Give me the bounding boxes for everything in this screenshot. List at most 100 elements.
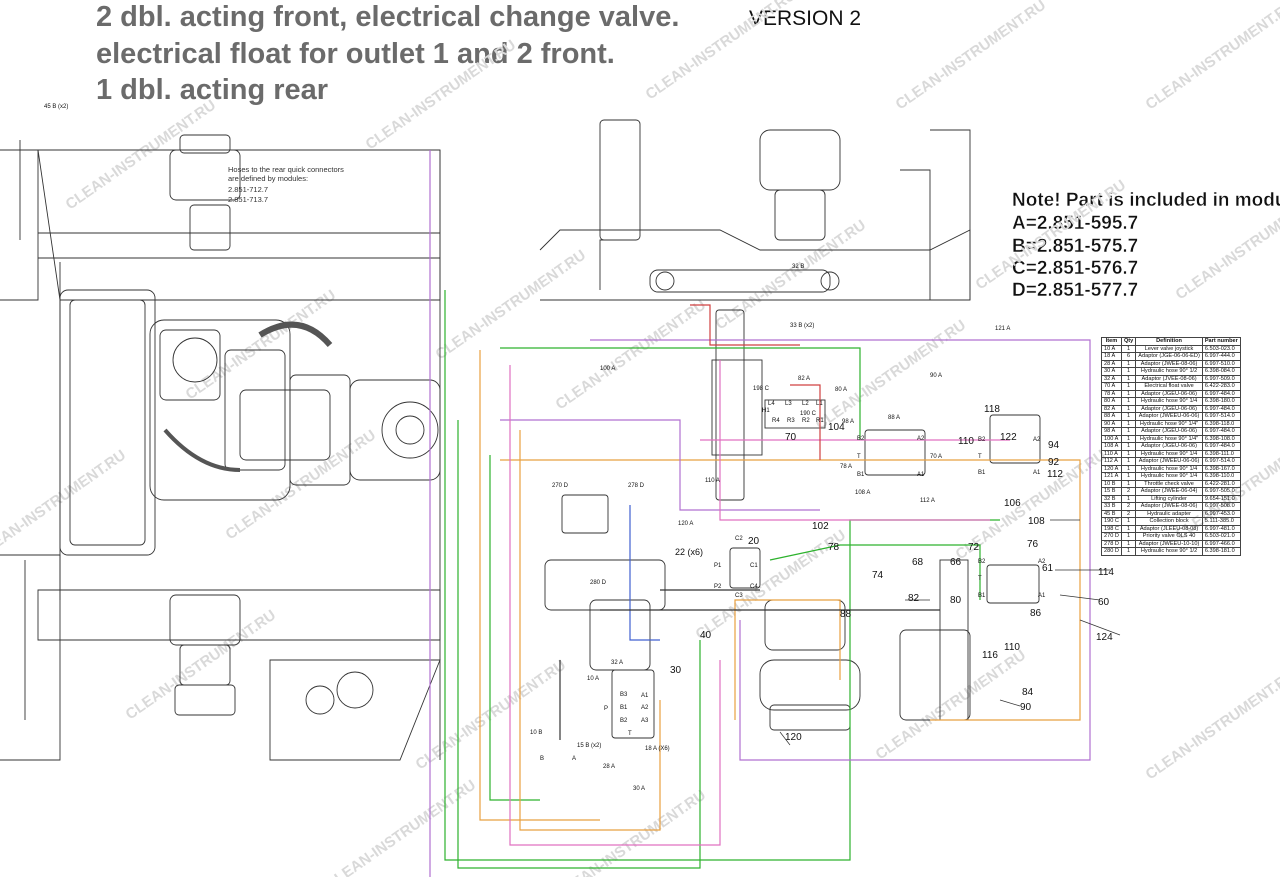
watermark-text: CLEAN-INSTRUMENT.RU <box>893 0 1050 113</box>
watermark-text: CLEAN-INSTRUMENT.RU <box>553 297 710 414</box>
parts-table-cell: 6.997-484.0 <box>1201 442 1241 451</box>
parts-table-cell: 1 <box>1120 427 1137 436</box>
parts-table-cell: Adaptor (JGEU-06-06) <box>1135 404 1203 413</box>
callout-c112: 112 <box>1047 469 1063 480</box>
parts-table-cell: 1 <box>1120 434 1137 443</box>
watermark-text: CLEAN-INSTRUMENT.RU <box>643 0 800 103</box>
parts-table-cell: 2 <box>1120 502 1137 511</box>
green-hose-d <box>489 455 540 801</box>
module-note-a: A=2.851-595.7 <box>1012 213 1139 234</box>
parts-table-cell: 1 <box>1120 494 1137 503</box>
hose-routes <box>429 150 1091 877</box>
watermark-text: CLEAN-INSTRUMENT.RU <box>63 97 220 214</box>
parts-table-cell: 6.398-084.0 <box>1201 367 1241 376</box>
parts-table-cell: 120 A <box>1101 464 1122 473</box>
parts-table-cell: Hydraulic adapter <box>1135 509 1203 518</box>
parts-table-cell: Hydraulic hose 90° 1/4 <box>1135 464 1203 473</box>
callout-c120a: 120 A <box>678 521 693 527</box>
callout-c70: 70 <box>785 432 797 443</box>
parts-table-cell: Adaptor (JGE-06-06-ED) <box>1135 352 1203 361</box>
watermark-text: CLEAN-INSTRUMENT.RU <box>713 217 870 334</box>
parts-table-cell: 6.422-281.0 <box>1201 479 1241 488</box>
parts-table-cell: 1 <box>1120 397 1137 406</box>
port-label-collect: H1 <box>762 408 770 414</box>
watermark-text: CLEAN-INSTRUMENT.RU <box>1173 187 1280 304</box>
callout-c114: 114 <box>1098 567 1114 578</box>
parts-table-cell: Adaptor (JGEU-06-06) <box>1135 389 1203 398</box>
callout-c190c: 190 C <box>800 411 817 417</box>
callout-c60: 60 <box>1098 597 1110 608</box>
parts-table-cell: 1 <box>1120 359 1137 368</box>
parts-table-cell: Throttle check valve <box>1135 479 1203 488</box>
callout-c278d: 278 D <box>628 483 645 489</box>
port-label-joystick: A3 <box>641 718 649 724</box>
callout-c88a: 88 A <box>888 415 900 421</box>
callout-c28a: 28 A <box>603 764 615 770</box>
parts-table-cell: 1 <box>1120 389 1137 398</box>
parts-table-cell: 6.997-510.0 <box>1201 359 1241 368</box>
parts-table-cell: 121 A <box>1101 472 1122 481</box>
port-label-valve2: A1 <box>1033 470 1041 476</box>
callout-c106: 106 <box>1004 498 1021 509</box>
parts-table-cell: 6.398-181.0 <box>1201 547 1241 556</box>
parts-table-cell: 1 <box>1120 472 1137 481</box>
parts-table-cell: Adaptor (JWEEU-10-10) <box>1135 539 1203 548</box>
parts-table-cell: 6.398-110.0 <box>1201 472 1241 481</box>
orange-hose-d <box>734 599 841 720</box>
hose-note-3: 2.851-712.7 <box>228 185 269 194</box>
parts-table-cell: 108 A <box>1101 442 1122 451</box>
callout-c80a: 80 A <box>835 387 847 393</box>
parts-table-cell: 6.997-514.0 <box>1201 412 1241 421</box>
port-label-collect: R1 <box>816 418 824 424</box>
port-label-collect: R3 <box>787 418 795 424</box>
parts-table-cell: Hydraulic hose 90° 1/4 <box>1135 397 1203 406</box>
parts-table-cell: Adaptor (JVEE-08-06) <box>1135 374 1203 383</box>
port-label-joystick: B2 <box>620 718 628 724</box>
port-label-joystick: B1 <box>620 705 628 711</box>
watermark-text: CLEAN-INSTRUMENT.RU <box>123 607 280 724</box>
parts-table-cell: 1 <box>1120 464 1137 473</box>
watermark-text: CLEAN-INSTRUMENT.RU <box>413 657 570 774</box>
parts-table-cell: Adaptor (JWEEU-06-06) <box>1135 457 1203 466</box>
parts-table-cell: 1 <box>1120 532 1137 541</box>
callout-c78a: 78 A <box>840 464 852 470</box>
port-label-valve1: A2 <box>917 436 925 442</box>
parts-table-cell: 32 B <box>1101 494 1122 503</box>
port-label-prio: C1 <box>750 563 758 569</box>
parts-table-cell: 9.654-151.0 <box>1201 494 1241 503</box>
parts-table-header-cell: Item <box>1101 337 1122 346</box>
parts-table-cell: 278 D <box>1101 539 1122 548</box>
parts-table-cell: 30 A <box>1101 367 1122 376</box>
callout-c122: 122 <box>1000 432 1017 443</box>
callout-c88: 88 <box>840 609 852 620</box>
parts-table-cell: 1 <box>1120 539 1137 548</box>
hose-note-2: are defined by modules: <box>228 174 309 183</box>
callout-c30: 30 <box>670 665 682 676</box>
parts-table-cell: 6.398-108.0 <box>1201 434 1241 443</box>
leader-lines <box>779 519 1121 746</box>
callout-c108a: 108 A <box>855 490 870 496</box>
callout-c15b: 15 B (x2) <box>577 743 601 749</box>
port-label-joystick: A1 <box>641 693 649 699</box>
port-label-joystick: P <box>604 706 608 712</box>
callout-c30a: 30 A <box>633 786 645 792</box>
callout-c270d: 270 D <box>552 483 569 489</box>
parts-table-cell: 90 A <box>1101 419 1122 428</box>
parts-table-cell: 6.997-505.0 <box>1201 487 1241 496</box>
parts-table-cell: 112 A <box>1101 457 1122 466</box>
callout-c20: 20 <box>748 536 760 547</box>
parts-table-cell: 80 A <box>1101 397 1122 406</box>
